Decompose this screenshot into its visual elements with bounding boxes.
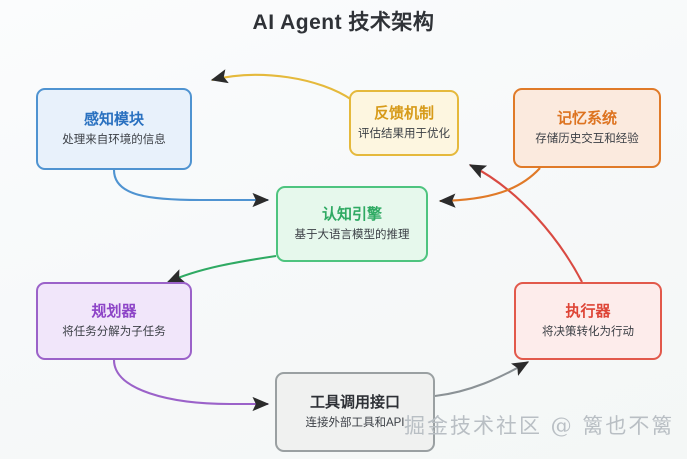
node-perception-title: 感知模块	[83, 110, 144, 128]
node-tool-title: 工具调用接口	[309, 393, 400, 411]
edge-perception-to-cognition	[112, 169, 270, 208]
edge-memory-to-cognition	[438, 167, 541, 208]
node-planner-desc: 将任务分解为子任务	[62, 325, 166, 338]
node-cognition-title: 认知引擎	[321, 205, 382, 223]
edge-feedback-to-perception	[210, 69, 353, 101]
node-executor[interactable]: 执行器 将决策转化为行动	[514, 282, 662, 360]
node-memory[interactable]: 记忆系统 存储历史交互和经验	[513, 88, 661, 168]
node-feedback[interactable]: 反馈机制 评估结果用于优化	[349, 90, 459, 156]
node-tool-desc: 连接外部工具和API	[305, 416, 405, 429]
edge-planner-to-tool	[112, 359, 270, 412]
page-title: AI Agent 技术架构	[252, 11, 435, 34]
node-memory-desc: 存储历史交互和经验	[535, 132, 639, 145]
node-planner[interactable]: 规划器 将任务分解为子任务	[36, 282, 192, 360]
node-cognition-desc: 基于大语言模型的推理	[294, 228, 410, 241]
node-perception-desc: 处理来自环境的信息	[62, 133, 166, 146]
node-cognition[interactable]: 认知引擎 基于大语言模型的推理	[276, 186, 428, 262]
edge-tool-to-executor	[434, 361, 530, 398]
node-memory-title: 记忆系统	[556, 109, 617, 127]
watermark: 掘金技术社区 @ 篱也不篱	[404, 414, 675, 438]
node-planner-title: 规划器	[91, 302, 137, 320]
node-feedback-desc: 评估结果用于优化	[358, 127, 450, 140]
node-perception[interactable]: 感知模块 处理来自环境的信息	[36, 88, 192, 170]
node-executor-desc: 将决策转化为行动	[542, 325, 634, 338]
node-executor-title: 执行器	[565, 302, 611, 320]
edge-executor-to-feedback	[468, 164, 583, 283]
node-tool[interactable]: 工具调用接口 连接外部工具和API	[275, 372, 435, 452]
node-feedback-title: 反馈机制	[373, 104, 434, 122]
edge-cognition-to-planner	[166, 254, 277, 283]
